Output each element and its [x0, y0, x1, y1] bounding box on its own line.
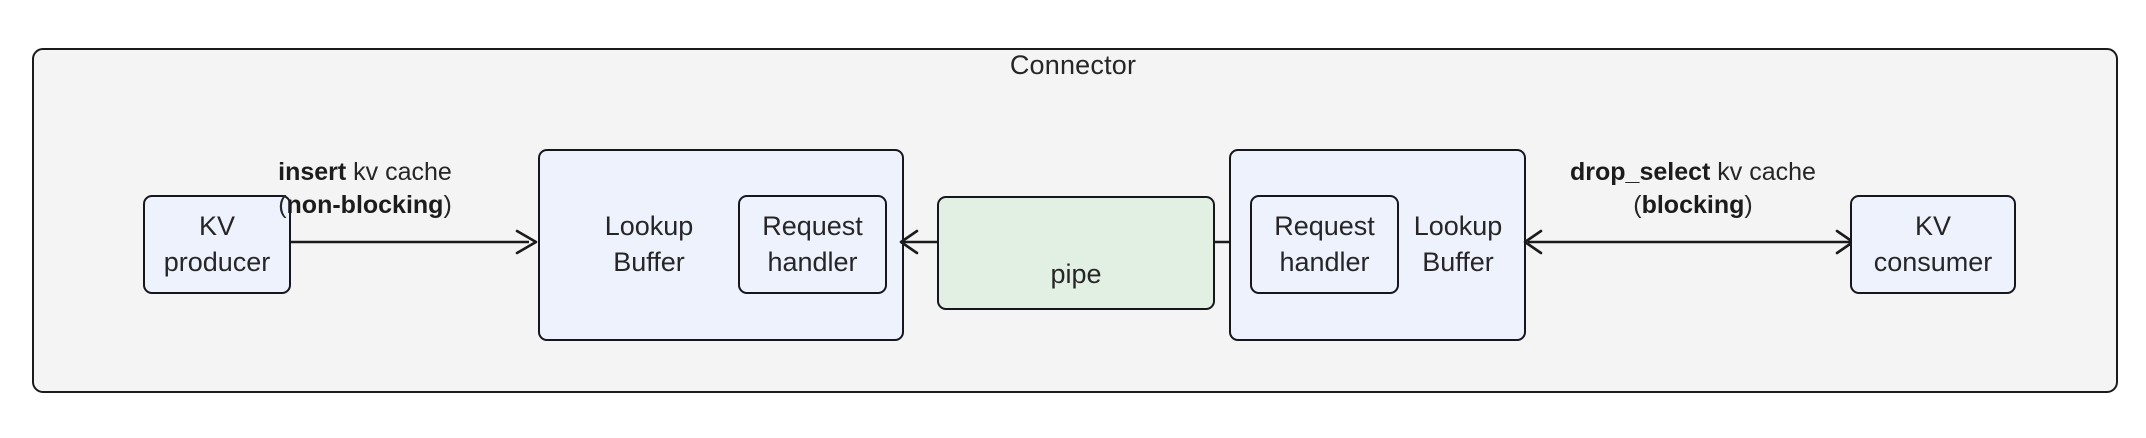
- node-kv-consumer[interactable]: KV consumer: [1850, 195, 2016, 294]
- request-handler-right-line2: handler: [1279, 246, 1370, 277]
- kv-consumer-line1: KV: [1914, 210, 1952, 241]
- edge-label-insert: insert kv cache (non-blocking): [225, 156, 505, 221]
- lookup-left-line2: Buffer: [613, 246, 685, 277]
- edge-label-insert-bold2: non-blocking: [286, 190, 444, 219]
- edge-label-insert-bold1: insert: [278, 158, 347, 186]
- edge-label-insert-close-paren: ): [443, 190, 452, 219]
- kv-consumer-line2: consumer: [1873, 246, 1993, 277]
- node-kv-producer[interactable]: KV producer: [143, 195, 291, 294]
- node-request-handler-left[interactable]: Request handler: [738, 195, 887, 294]
- edge-label-insert-row1: insert kv cache: [225, 156, 505, 189]
- lookup-right-line2: Buffer: [1422, 246, 1494, 277]
- edge-label-insert-open-paren: (: [278, 190, 287, 219]
- request-handler-left-line2: handler: [767, 246, 858, 277]
- lookup-right-line1: Lookup: [1413, 210, 1503, 241]
- kv-producer-line1: KV: [198, 210, 236, 241]
- kv-producer-line2: producer: [163, 246, 271, 277]
- edge-label-drop-bold2: blocking: [1641, 190, 1745, 219]
- label-lookup-buffer-left: Lookup Buffer: [560, 195, 738, 294]
- node-request-handler-right[interactable]: Request handler: [1250, 195, 1399, 294]
- label-lookup-buffer-right: Lookup Buffer: [1398, 195, 1518, 294]
- edge-label-drop-plain1: kv cache: [1710, 158, 1816, 186]
- edge-label-drop-close-paren: ): [1744, 190, 1753, 219]
- arrow-insert-icon: [291, 229, 538, 255]
- edge-label-insert-row2: (non-blocking): [225, 189, 505, 222]
- request-handler-right-line1: Request: [1274, 210, 1375, 241]
- request-handler-left-line1: Request: [762, 210, 863, 241]
- edge-label-drop-row2: (blocking): [1528, 189, 1858, 222]
- edge-label-drop-open-paren: (: [1633, 190, 1642, 219]
- edge-label-drop-bold1: drop_select: [1570, 158, 1711, 186]
- pipe-label: pipe: [1050, 259, 1102, 289]
- edge-label-drop-select: drop_select kv cache (blocking): [1528, 156, 1858, 221]
- arrow-drop-select-bidirectional-icon: [1523, 229, 1855, 255]
- node-pipe[interactable]: pipe: [937, 196, 1215, 310]
- edge-label-insert-plain1: kv cache: [346, 158, 452, 186]
- connector-title: Connector: [1009, 50, 1137, 80]
- edge-label-drop-row1: drop_select kv cache: [1528, 156, 1858, 189]
- lookup-left-line1: Lookup: [604, 210, 694, 241]
